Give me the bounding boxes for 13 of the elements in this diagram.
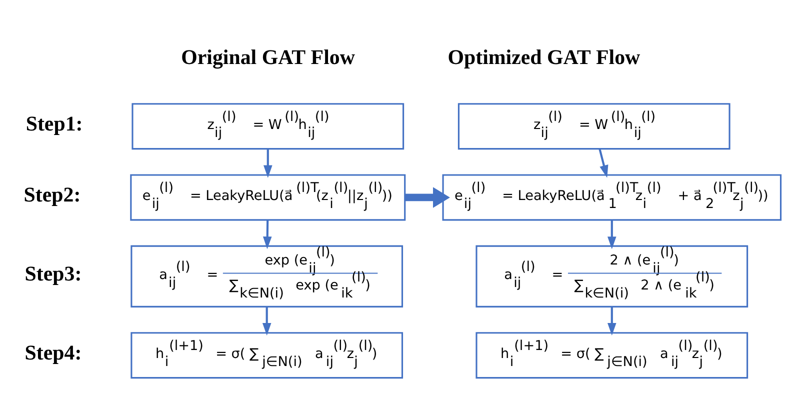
label: Step1: — [26, 111, 83, 136]
arrow — [608, 220, 616, 249]
arrow — [404, 186, 450, 208]
label: Step3: — [24, 261, 82, 286]
arrow — [608, 306, 616, 336]
label: Optimized GAT Flow — [448, 44, 640, 69]
label: Step2: — [24, 182, 81, 206]
label: Step4: — [24, 340, 82, 364]
arrow — [262, 306, 272, 336]
arrow — [262, 220, 272, 249]
arrow — [598, 148, 608, 178]
label: Original GAT Flow — [181, 44, 355, 69]
arrow — [264, 148, 272, 178]
